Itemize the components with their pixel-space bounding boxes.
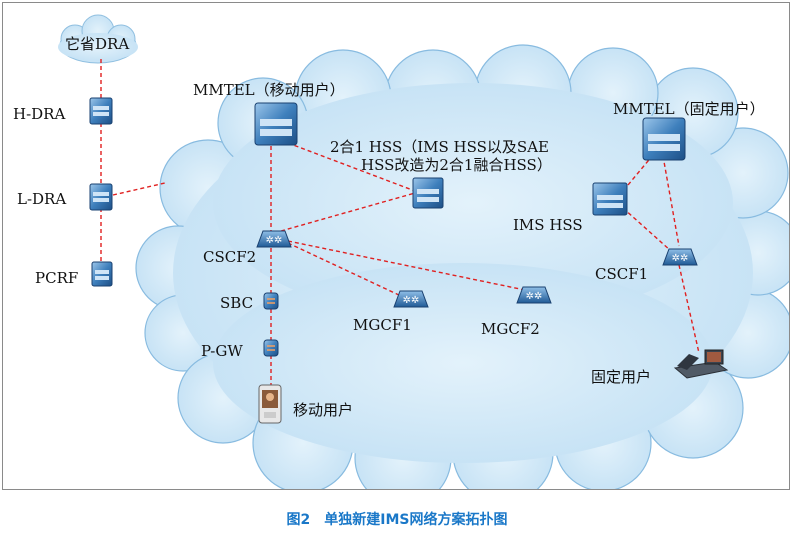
pgw-label: P-GW (201, 342, 243, 360)
cscf1-label: CSCF1 (595, 265, 649, 283)
mgcf2-router-icon: ✲✲ (516, 286, 552, 304)
sbc-gateway-icon (263, 292, 279, 310)
figure-caption: 图2 单独新建IMS网络方案拓扑图 (286, 512, 508, 528)
mmtel-fixed-label: MMTEL（固定用户） (613, 100, 765, 118)
link-mmtel-fixed-imshss (622, 154, 654, 192)
mgcf2-label: MGCF2 (481, 320, 540, 338)
ims-hss-label: IMS HSS (513, 216, 583, 234)
link-ldra-cloud (112, 182, 166, 196)
desk-phone-icon (673, 349, 729, 379)
mobile-phone-icon (258, 384, 282, 424)
hss-2in1-server-icon (412, 177, 444, 209)
cscf2-label: CSCF2 (203, 248, 257, 266)
link-mmtel-hss2in1 (287, 142, 416, 192)
mmtel-mobile-label: MMTEL（移动用户） (193, 81, 345, 99)
link-mmtel-fixed-cscf1 (662, 155, 680, 247)
ims-network-cloud (135, 44, 789, 489)
svg-text:✲✲: ✲✲ (672, 253, 689, 264)
link-imshss-cscf1 (622, 207, 672, 252)
l-dra-server-icon (89, 183, 113, 211)
mmtel-mobile-server-icon (254, 102, 298, 146)
pcrf-server-icon (91, 261, 113, 287)
mgcf1-router-icon: ✲✲ (393, 290, 429, 308)
cscf1-router-icon: ✲✲ (662, 248, 698, 266)
sbc-label: SBC (220, 294, 254, 312)
svg-text:✲✲: ✲✲ (266, 235, 283, 246)
links (100, 59, 700, 386)
l-dra-label: L-DRA (17, 190, 67, 208)
link-cscf2-hss2in1 (280, 192, 416, 232)
ims-hss-server-icon (592, 182, 628, 216)
mobile-user-label: 移动用户 (293, 401, 354, 419)
mgcf1-label: MGCF1 (353, 316, 412, 334)
pcrf-label: PCRF (35, 269, 79, 287)
h-dra-server-icon (89, 97, 113, 125)
fixed-user-label: 固定用户 (591, 368, 652, 386)
cscf2-router-icon: ✲✲ (256, 230, 292, 248)
svg-text:✲✲: ✲✲ (526, 291, 543, 302)
hss-2in1-label-line2: HSS改造为2合1融合HSS） (361, 156, 552, 174)
hss-2in1-label-line1: 2合1 HSS（IMS HSS以及SAE (330, 138, 549, 156)
network-topology-diagram: ✲✲ ✲✲ ✲✲ ✲✲ (58, 14, 789, 489)
other-province-cloud (58, 14, 138, 64)
h-dra-label: H-DRA (13, 105, 66, 123)
pgw-gateway-icon (263, 339, 279, 357)
diagram-frame: ✲✲ ✲✲ ✲✲ ✲✲ 它省DRA H-DRA L-DRA PCRF MMTEL… (2, 2, 790, 490)
other-province-dra-label: 它省DRA (65, 35, 130, 53)
link-cscf2-mgcf2 (287, 240, 526, 291)
svg-text:✲✲: ✲✲ (403, 295, 420, 306)
mmtel-fixed-server-icon (642, 117, 686, 161)
link-cscf1-fixeduser (678, 264, 700, 354)
